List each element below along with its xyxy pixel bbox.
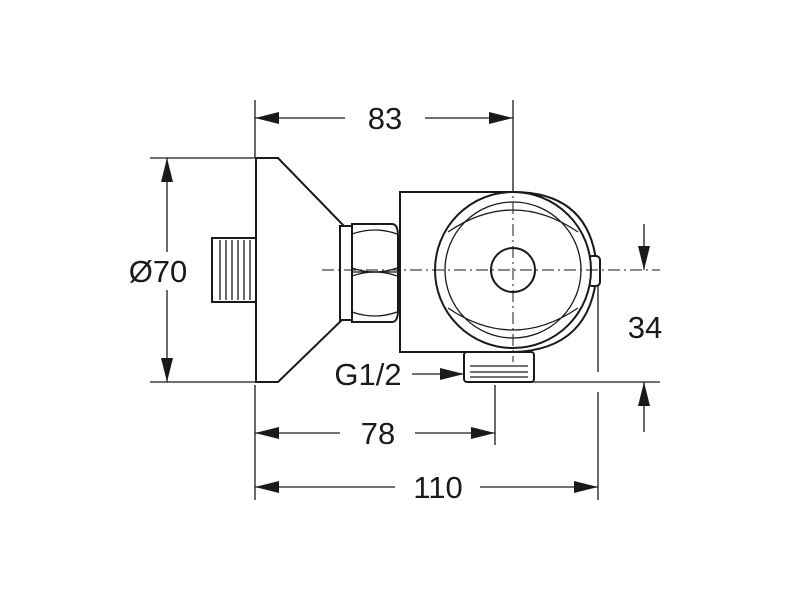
dimension-diameter-70-label: Ø70 (129, 254, 188, 289)
thread-callout-label: G1/2 (334, 357, 401, 392)
inlet-thread (211, 237, 257, 303)
center-lines (322, 180, 660, 362)
hex-nut (339, 223, 399, 323)
outlet-thread (463, 351, 535, 383)
dimension-110-label: 110 (413, 470, 462, 505)
dimension-83: 83 (255, 101, 513, 136)
dimension-diameter-70: Ø70 (129, 158, 188, 382)
dimension-110: 110 (255, 470, 598, 505)
dimension-83-label: 83 (368, 101, 402, 136)
dimension-78-label: 78 (361, 416, 395, 451)
dimension-34: 34 (628, 224, 662, 432)
thread-callout: G1/2 (334, 357, 464, 392)
dimension-78: 78 (255, 416, 495, 451)
dimension-34-label: 34 (628, 310, 662, 345)
